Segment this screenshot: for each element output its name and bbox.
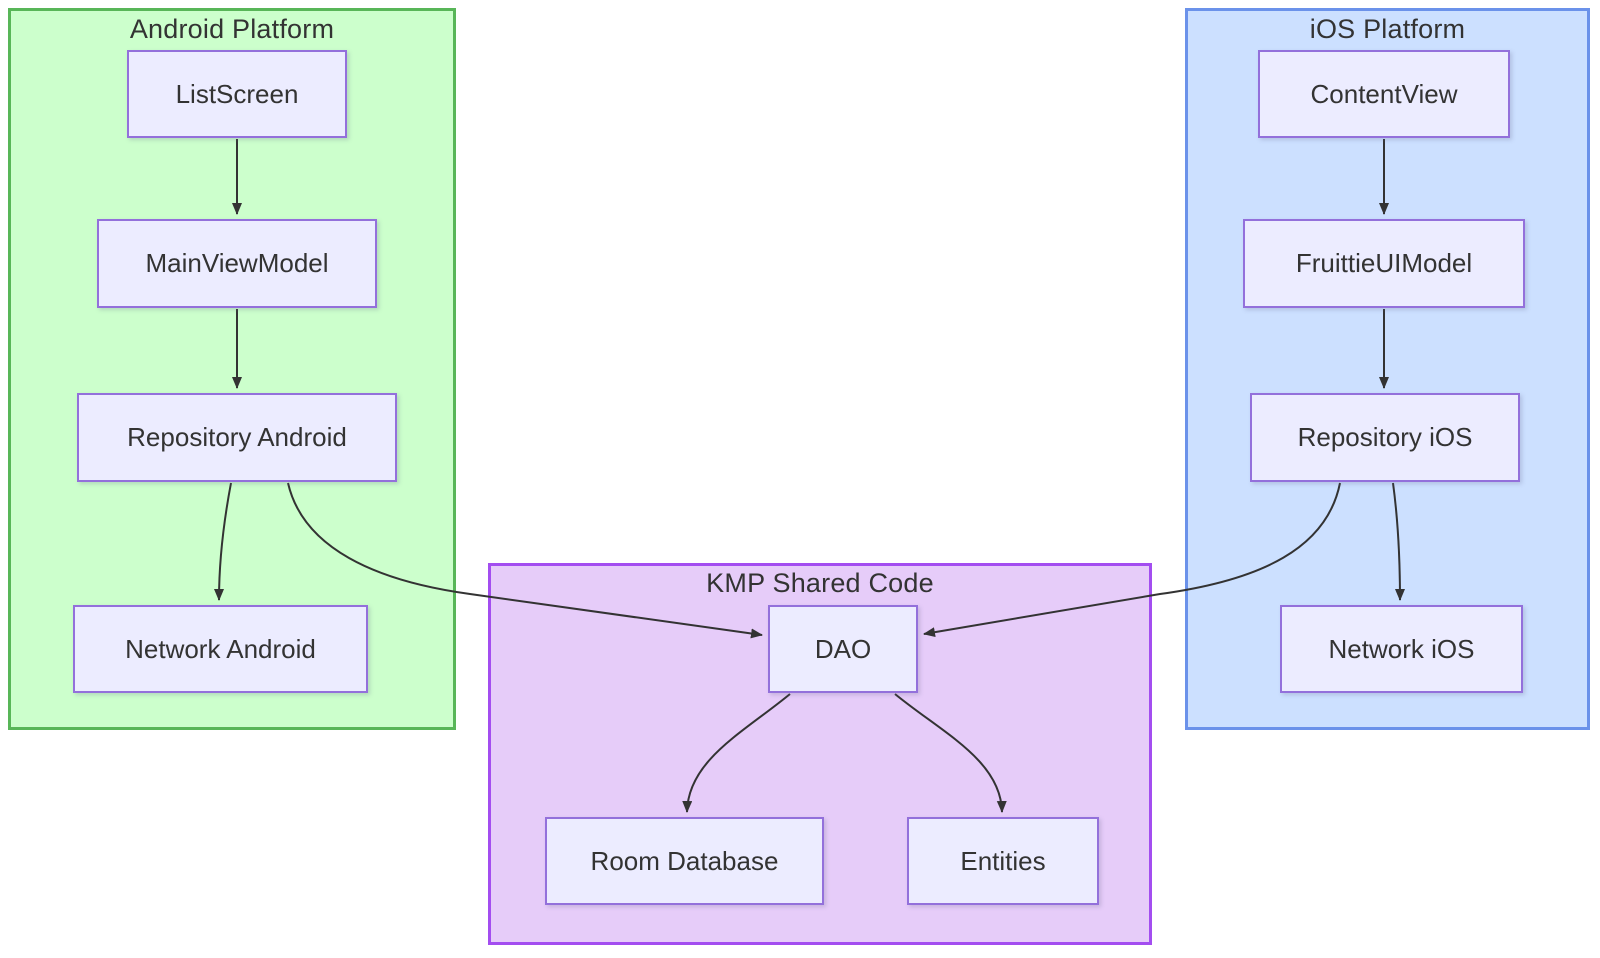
kmp-shared-code-group-title: KMP Shared Code: [706, 568, 934, 598]
node-mainviewmodel: MainViewModel: [97, 219, 377, 308]
node-network-android: Network Android: [73, 605, 368, 693]
node-fruittieuimodel: FruittieUIModel: [1243, 219, 1525, 308]
node-room-database: Room Database: [545, 817, 824, 905]
node-repository-android: Repository Android: [77, 393, 397, 482]
node-repository-ios: Repository iOS: [1250, 393, 1520, 482]
android-platform-group-title: Android Platform: [129, 14, 335, 44]
node-entities: Entities: [907, 817, 1099, 905]
node-contentview: ContentView: [1258, 50, 1510, 138]
node-network-ios: Network iOS: [1280, 605, 1523, 693]
ios-platform-group-title: iOS Platform: [1309, 14, 1466, 44]
node-listscreen: ListScreen: [127, 50, 347, 138]
node-dao: DAO: [768, 605, 918, 693]
